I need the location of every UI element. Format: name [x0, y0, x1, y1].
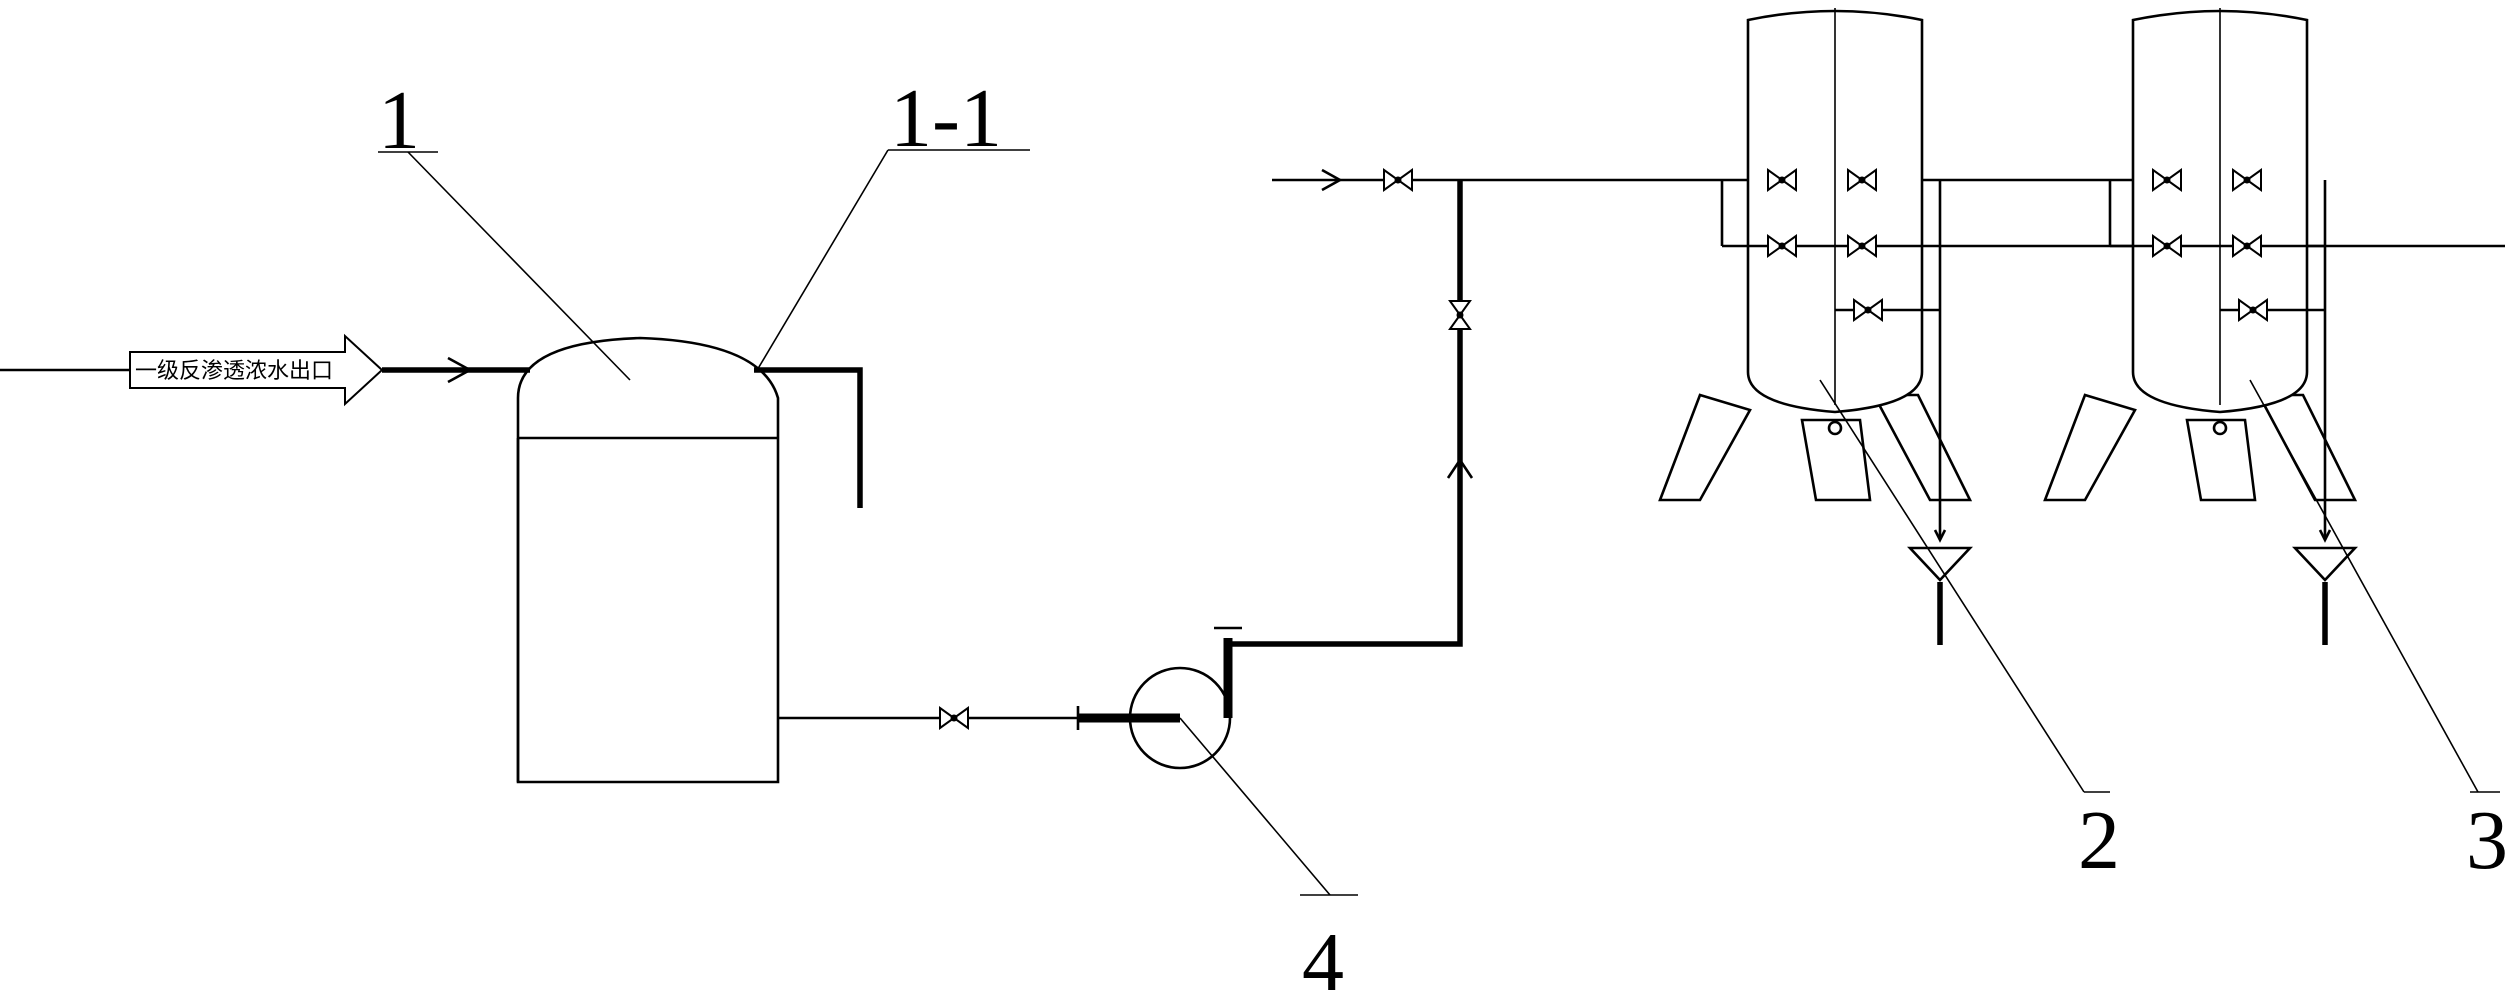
- feed-valve: [1383, 169, 1413, 191]
- riser-valve: [1449, 300, 1471, 330]
- tank-outlet-valve: [939, 707, 969, 729]
- filter-vessel-b: [2043, 8, 2359, 645]
- leader-lines: [378, 149, 2500, 896]
- tank-vent-pipe: [754, 367, 863, 508]
- label-filter-b: 3: [2466, 794, 2508, 887]
- inlet-arrow-label-box: [129, 333, 384, 407]
- storage-tank: [516, 336, 780, 784]
- label-tank: 1: [378, 74, 420, 167]
- label-filter-a: 2: [2078, 794, 2120, 887]
- label-pump: 4: [1302, 916, 1344, 1007]
- inlet-line: 一级反渗透浓水出口: [0, 333, 530, 407]
- inlet-label: 一级反渗透浓水出口: [135, 359, 333, 384]
- tank-outlet-line: [778, 706, 1180, 730]
- filter-vessel-a: [1658, 8, 1974, 645]
- pump: [1128, 180, 1474, 770]
- label-tank-cap: 1-1: [890, 72, 1002, 165]
